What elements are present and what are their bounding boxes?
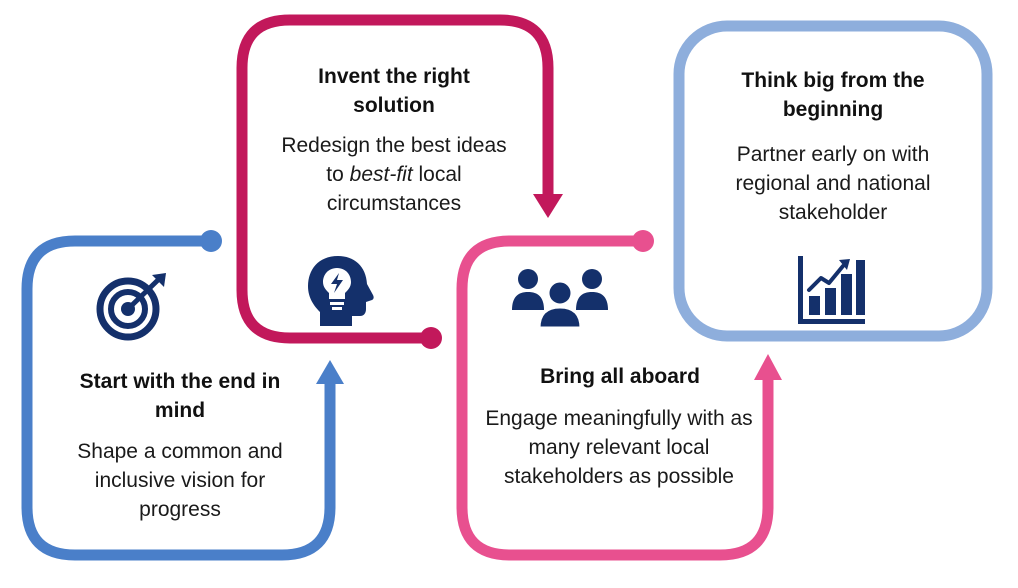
step-2-description-text: Redesign the best ideas to xyxy=(281,134,507,186)
step-2-arrowhead xyxy=(533,194,563,218)
step-2-start-dot xyxy=(420,327,442,349)
step-3-connector xyxy=(456,235,774,561)
growth-chart-icon xyxy=(798,256,865,324)
target-icon xyxy=(96,273,166,341)
head-lightbulb-icon xyxy=(308,256,374,326)
step-2-description: Redesign the best ideas to best-fit loca… xyxy=(276,131,512,218)
step-3-title: Bring all aboard xyxy=(540,365,700,388)
step-2-connector xyxy=(236,14,554,344)
step-3-description: Engage meaningfully with as many relevan… xyxy=(485,407,753,488)
step-3-start-dot xyxy=(632,230,654,252)
step-1-title: Start with the end in mind xyxy=(79,370,281,422)
step-1-description: Shape a common and inclusive vision for … xyxy=(77,440,283,521)
step-1-start-dot xyxy=(200,230,222,252)
step-4-description: Partner early on with regional and natio… xyxy=(735,143,931,224)
people-group-icon xyxy=(512,269,608,330)
step-4-box xyxy=(673,20,993,342)
step-1-connector xyxy=(21,235,336,561)
step-4-title: Think big from the beginning xyxy=(741,69,925,121)
step-3-arrowhead xyxy=(754,354,782,380)
step-2-title: Invent the right solution xyxy=(318,65,470,117)
step-2-description-emphasis: best-fit xyxy=(349,163,413,186)
step-1-arrowhead xyxy=(316,360,344,384)
step-2-description-tail: local circumstances xyxy=(326,163,462,215)
